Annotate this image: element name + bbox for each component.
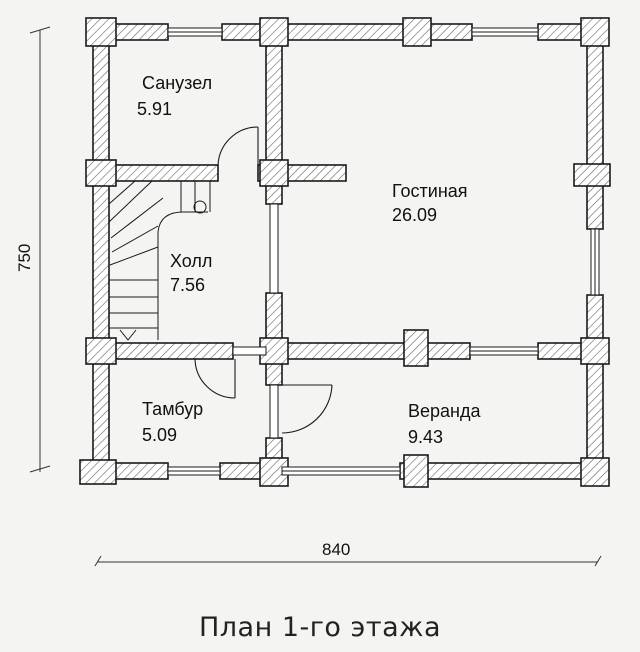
dimension-lines: [29, 26, 602, 567]
room-name-bathroom: Санузел: [142, 73, 213, 93]
staircase: [108, 180, 211, 341]
door-swings: [194, 126, 333, 434]
dimension-width-label: 840: [322, 540, 351, 559]
room-name-hall: Холл: [170, 251, 213, 271]
plan-title: План 1-го этажа: [198, 612, 441, 643]
room-area-veranda: 9.43: [408, 427, 444, 447]
room-area-bathroom: 5.91: [137, 99, 173, 119]
walls: [79, 17, 611, 488]
room-area-living-room: 26.09: [392, 205, 438, 225]
dimension-height-label: 750: [15, 243, 34, 272]
room-name-vestibule: Тамбур: [142, 399, 204, 419]
room-name-veranda: Веранда: [408, 401, 481, 421]
room-name-living-room: Гостиная: [392, 181, 468, 201]
room-area-hall: 7.56: [170, 275, 206, 295]
room-area-vestibule: 5.09: [142, 425, 178, 445]
window-openings: [167, 27, 600, 476]
